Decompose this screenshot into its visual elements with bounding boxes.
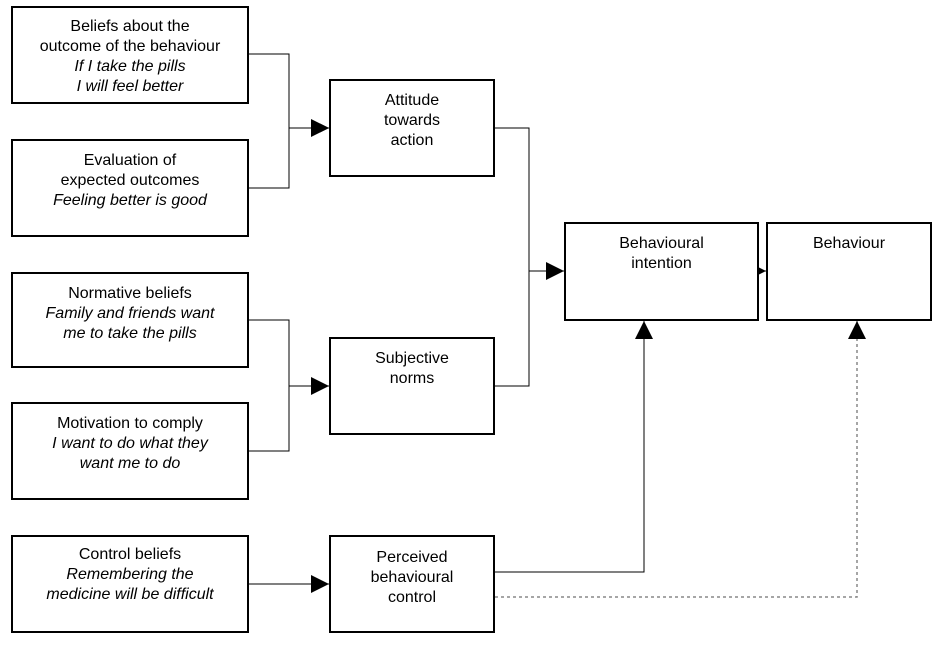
box-normative-beliefs: Normative beliefs Family and friends wan… — [11, 272, 249, 368]
arrowhead-behaviour-bottom — [848, 321, 866, 339]
normative-label-line-1: Normative beliefs — [68, 285, 192, 302]
evaluation-label-line-2: expected outcomes — [60, 172, 200, 189]
behaviour-label-line-1: Behaviour — [812, 235, 886, 252]
arrowhead-subjective-norms — [311, 377, 329, 395]
box-beliefs-about-outcome: Beliefs about the outcome of the behavio… — [11, 6, 249, 104]
intention-label-line-2: intention — [631, 255, 692, 272]
attitude-label-line-1: Attitude — [384, 92, 440, 109]
normative-example-line-1: Family and friends want — [45, 305, 215, 322]
box-perceived-behavioural-control: Perceived behavioural control — [329, 535, 495, 633]
intention-label-line-1: Behavioural — [619, 235, 704, 252]
connector-motivation-to-junction — [249, 386, 290, 452]
connector-evaluation-to-junction — [249, 128, 290, 189]
motivation-example-line-1: I want to do what they — [52, 435, 208, 452]
attitude-label-line-2: towards — [383, 112, 441, 129]
box-behaviour: Behaviour — [766, 222, 932, 321]
subjective-label-line-2: norms — [389, 370, 435, 387]
normative-example-line-2: me to take the pills — [63, 325, 197, 342]
subjective-label-line-1: Subjective — [375, 350, 449, 367]
motivation-label-line-1: Motivation to comply — [57, 415, 203, 432]
beliefs-label-line-2: outcome of the behaviour — [39, 38, 221, 55]
box-evaluation-of-outcomes: Evaluation of expected outcomes Feeling … — [11, 139, 249, 237]
control-label-line-1: Control beliefs — [78, 546, 182, 563]
pbc-label-line-2: behavioural — [370, 569, 454, 586]
pbc-label-line-1: Perceived — [376, 549, 448, 566]
connector-pbc-to-behaviour-dashed — [495, 321, 858, 598]
evaluation-example-line-1: Feeling better is good — [53, 192, 207, 209]
control-example-line-1: Remembering the — [66, 566, 194, 583]
box-attitude-towards-action: Attitude towards action — [329, 79, 495, 177]
arrowhead-attitude — [311, 119, 329, 137]
evaluation-label-line-1: Evaluation of — [83, 152, 177, 169]
control-example-line-2: medicine will be difficult — [46, 586, 214, 603]
beliefs-label-line-1: Beliefs about the — [70, 18, 190, 35]
beliefs-example-line-1: If I take the pills — [74, 58, 186, 75]
connector-pbc-to-intention — [495, 321, 645, 573]
connector-attitude-to-junction — [495, 127, 530, 271]
connector-normative-to-junction — [249, 319, 290, 386]
connector-beliefs-to-junction — [249, 53, 290, 128]
arrowhead-intention-left — [546, 262, 564, 280]
motivation-example-line-2: want me to do — [79, 455, 181, 472]
beliefs-example-line-2: I will feel better — [76, 78, 184, 95]
arrowhead-intention-bottom — [635, 321, 653, 339]
connector-subjective-to-junction — [495, 271, 530, 387]
pbc-label-line-3: control — [387, 589, 437, 606]
attitude-label-line-3: action — [390, 132, 434, 149]
box-control-beliefs: Control beliefs Remembering the medicine… — [11, 535, 249, 633]
box-motivation-to-comply: Motivation to comply I want to do what t… — [11, 402, 249, 500]
box-behavioural-intention: Behavioural intention — [564, 222, 759, 321]
box-subjective-norms: Subjective norms — [329, 337, 495, 435]
arrowhead-perceived-control — [311, 575, 329, 593]
